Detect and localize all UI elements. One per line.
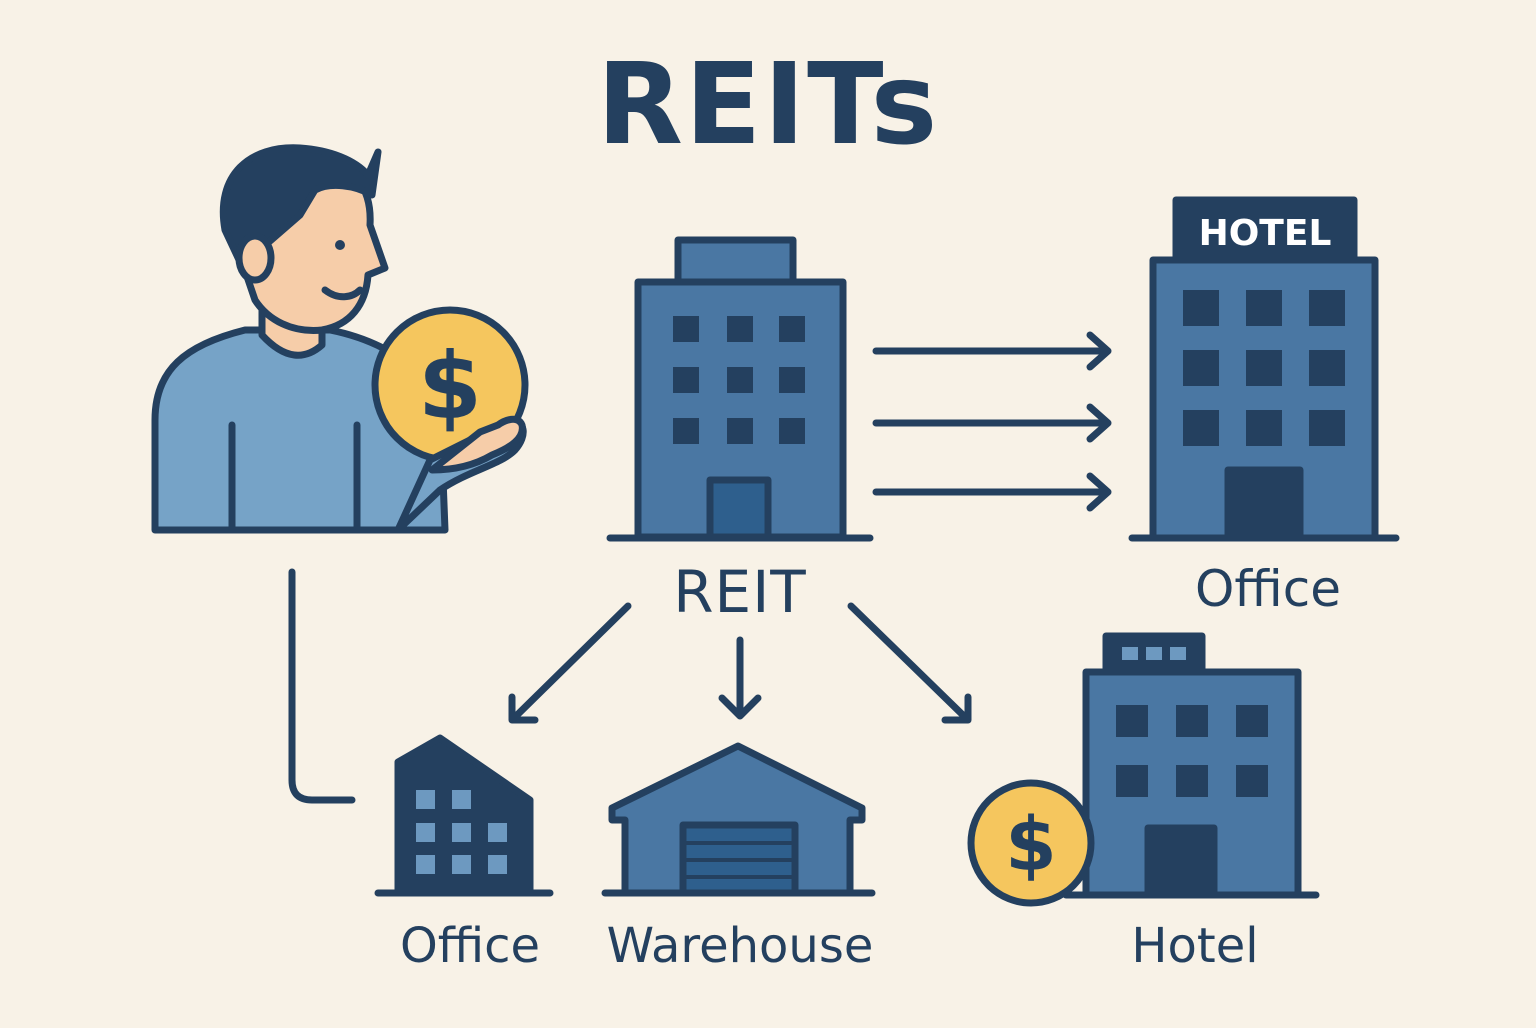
reit-building-icon [606,236,874,542]
arrows-down [508,602,972,724]
svg-text:HOTEL: HOTEL [1199,213,1332,254]
svg-text:$: $ [1005,802,1057,888]
hotel-label: Hotel [1131,918,1259,974]
investor-connector [288,568,356,804]
investor-icon: $ [151,144,529,534]
office-label: Office [399,918,541,974]
hotel-icon: $ [967,632,1320,907]
coin-icon: $ [967,779,1095,907]
page-title: REITs [596,40,940,170]
top-building-label: Office [1195,560,1341,618]
warehouse-icon [601,742,876,897]
warehouse-label: Warehouse [606,918,874,974]
arrows-right [872,331,1112,512]
reit-label: REIT [673,558,807,626]
office-icon [374,734,554,897]
hotel-tower-icon: HOTEL [1128,196,1400,542]
svg-text:$: $ [418,333,482,440]
coin-icon: $ [371,306,529,464]
